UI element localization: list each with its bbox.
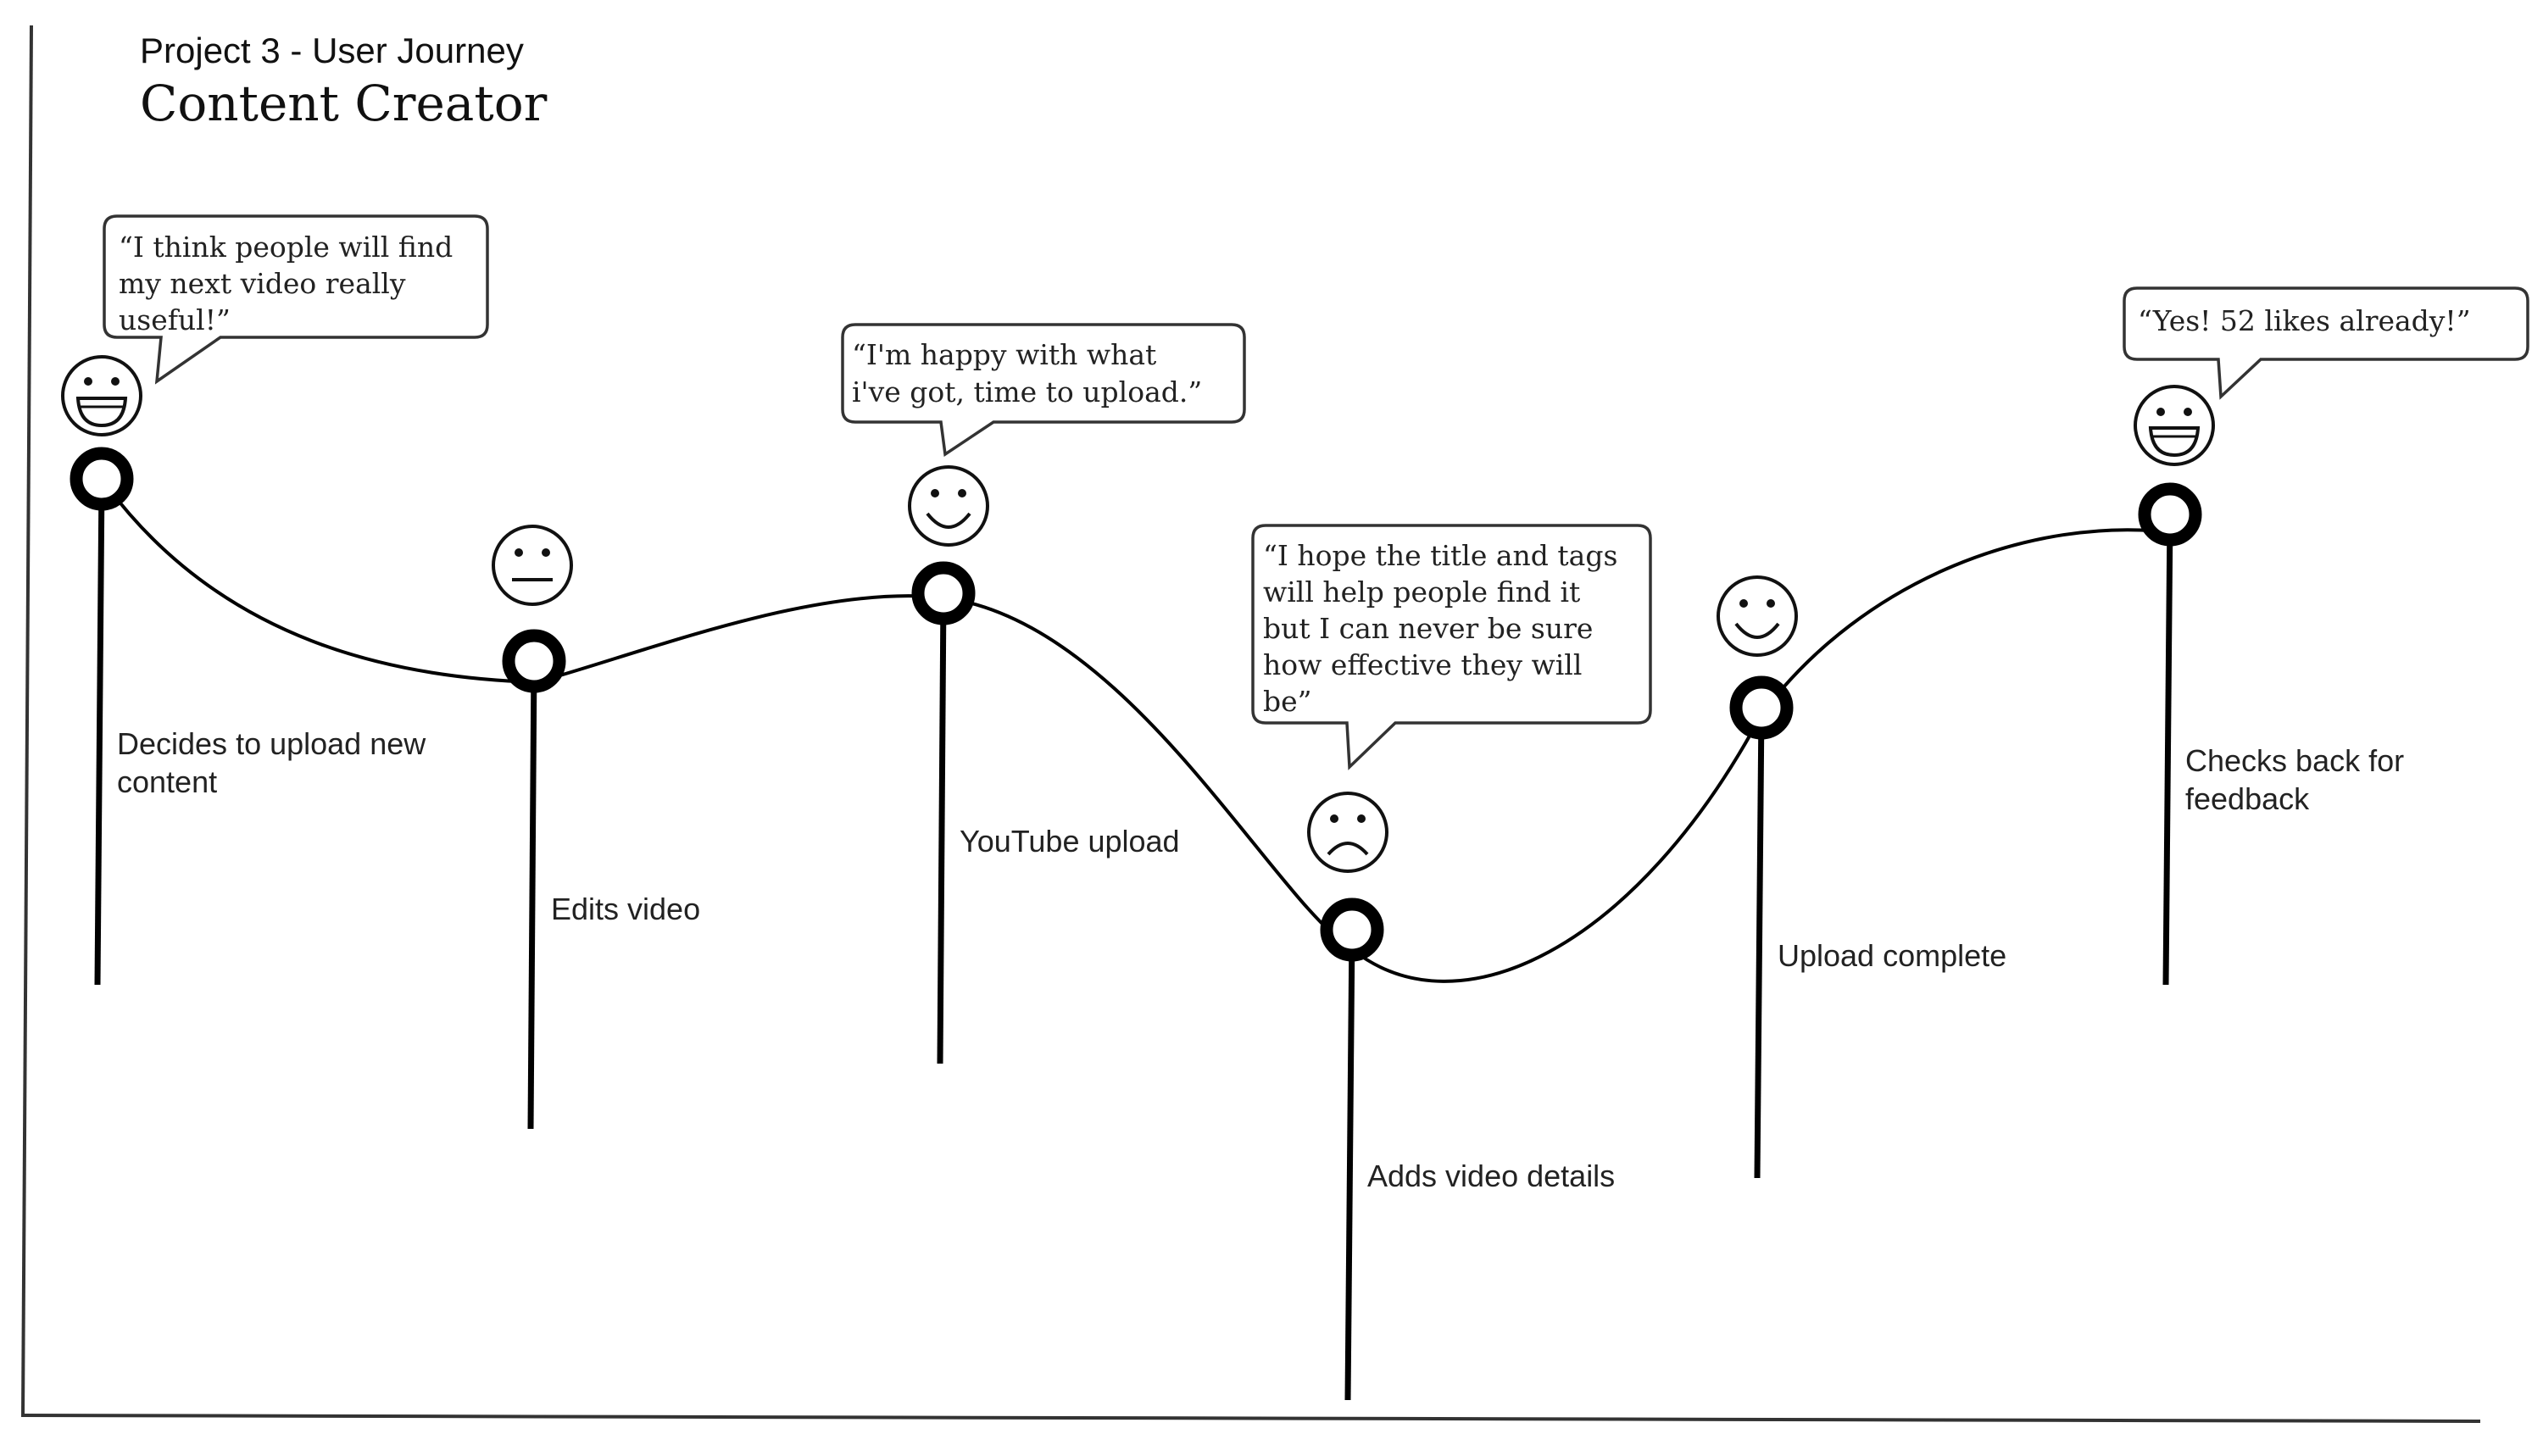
happy-grin-icon: [2134, 385, 2215, 466]
step-2-node: [502, 629, 566, 693]
diagram-subtitle: Project 3 - User Journey: [140, 31, 524, 70]
step-1-stem: [94, 478, 105, 986]
step-2-stem: [527, 660, 537, 1130]
quote-text-step-3: “I'm happy with what i've got, time to u…: [852, 338, 1202, 408]
speech-bubble-step-1: “I think people will find my next video …: [103, 214, 489, 385]
step-4-label: Adds video details: [1367, 1159, 1615, 1193]
step-6-node: [2138, 482, 2202, 547]
diagram-title: Content Creator: [140, 75, 548, 132]
step-5-node: [1729, 675, 1794, 740]
sad-face-icon: [1307, 792, 1388, 873]
neutral-face-icon: [492, 525, 573, 606]
step-4-node: [1320, 897, 1384, 962]
step-1-label: Decides to upload new content: [117, 726, 434, 799]
speech-bubble-step-3: “I'm happy with what i've got, time to u…: [841, 323, 1246, 458]
journey-curve: [100, 477, 2171, 983]
quote-text-step-1: “I think people will find my next video …: [119, 231, 462, 336]
y-axis-line: [21, 25, 33, 1418]
step-2-label: Edits video: [551, 892, 700, 926]
quote-text-step-6: “Yes! 52 likes already!”: [2138, 304, 2471, 337]
step-4-stem: [1344, 929, 1355, 1401]
step-3-stem: [937, 592, 947, 1064]
smile-face-icon: [908, 465, 989, 547]
happy-grin-icon: [61, 355, 142, 436]
step-6-label: Checks back for feedback: [2185, 743, 2412, 816]
quote-text-step-4: “I hope the title and tags will help peo…: [1263, 539, 1627, 718]
x-axis-line: [22, 1414, 2481, 1423]
step-3-label: YouTube upload: [960, 824, 1180, 859]
step-5-stem: [1754, 707, 1765, 1179]
smile-face-icon: [1717, 575, 1798, 657]
step-3-node: [911, 561, 976, 625]
speech-bubble-step-4: “I hope the title and tags will help peo…: [1251, 524, 1652, 770]
speech-bubble-step-6: “Yes! 52 likes already!”: [2123, 286, 2529, 400]
step-6-stem: [2162, 514, 2173, 986]
step-5-label: Upload complete: [1778, 938, 2006, 973]
step-1-node: [70, 447, 134, 511]
